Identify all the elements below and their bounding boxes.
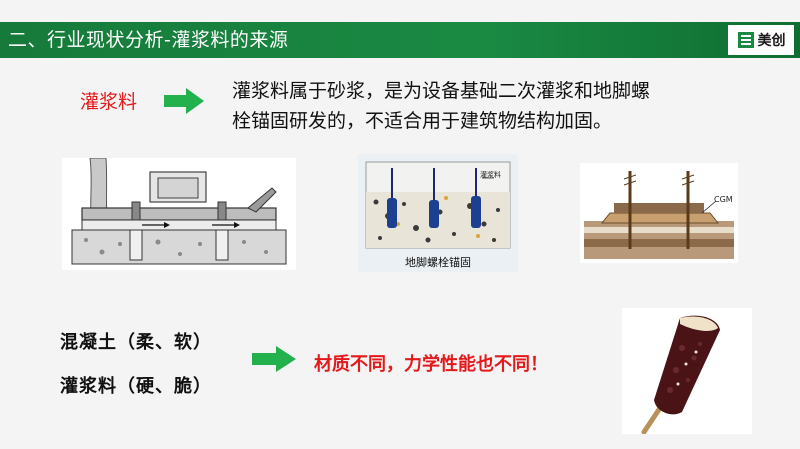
grout-description: 灌浆料属于砂浆，是为设备基础二次灌浆和地脚螺 栓锚固研发的，不适合用于建筑物结构… [232,76,772,136]
anchor-bolt-image: 灌浆料 地脚螺栓锚固 [358,154,518,272]
page-title: 二、行业现状分析-灌浆料的来源 [8,29,289,51]
logo-text: 美创 [757,33,786,49]
logo-mark-icon [737,32,754,48]
concrete-property-label: 混凝土（柔、软） [60,332,212,353]
cgm-grouting-image: CGM [580,163,738,263]
cgm-label: CGM [714,195,733,204]
conclusion-text: 材质不同，力学性能也不同！ [314,354,548,375]
anchor-bolt-caption: 地脚螺栓锚固 [405,256,471,269]
top-strip [0,0,800,22]
cgm-illustration [580,163,738,263]
description-line-2: 栓锚固研发的，不适合用于建筑物结构加固。 [232,110,613,132]
company-logo: 美创 [728,25,794,55]
grout-property-label: 灌浆料（硬、脆） [60,376,212,397]
equipment-grouting-diagram [62,157,296,270]
grout-term-label: 灌浆料 [80,91,138,113]
grouting-diagram-illustration [62,157,296,270]
anchor-tag-label: 灌浆料 [480,171,501,179]
right-arrow-icon [164,88,204,114]
ice-cream-illustration [622,308,752,435]
description-line-1: 灌浆料属于砂浆，是为设备基础二次灌浆和地脚螺 [232,80,651,102]
title-bar: 二、行业现状分析-灌浆料的来源 美创 [0,22,800,58]
right-arrow-icon [252,346,296,372]
ice-cream-bar-image [622,308,752,435]
anchor-bolt-illustration [365,161,511,249]
